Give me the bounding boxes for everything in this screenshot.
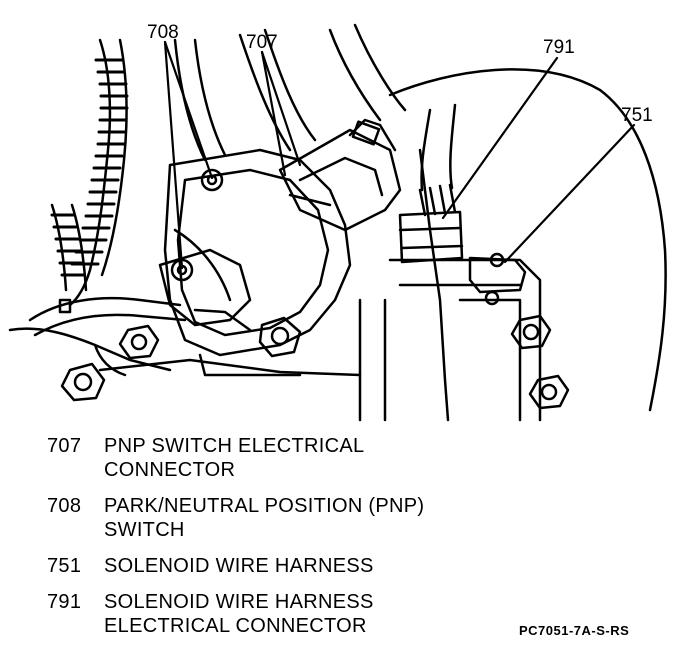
component-illustration: 708 707 791 751 <box>8 22 667 422</box>
pnp-connector <box>278 118 402 232</box>
legend-number: 708 <box>47 495 82 517</box>
solenoid-connector <box>398 103 464 264</box>
leader-751 <box>503 123 636 264</box>
left-lower-coil <box>50 203 88 292</box>
leader-708-a <box>163 40 214 180</box>
legend-description: PARK/NEUTRAL POSITION (PNP) SWITCH <box>104 495 425 541</box>
leader-707-b <box>260 50 287 177</box>
left-coiled-cable <box>68 38 129 307</box>
transmission-case <box>358 68 667 422</box>
upper-hoses <box>173 23 407 162</box>
callout-leaders <box>163 40 636 270</box>
callout-708: 708 <box>147 22 179 43</box>
leader-707-a <box>260 50 302 167</box>
leader-791 <box>441 56 559 220</box>
callout-751: 751 <box>621 105 653 126</box>
callout-791: 791 <box>543 37 575 58</box>
mounting-bolts <box>510 314 570 410</box>
legend-description: PNP SWITCH ELECTRICAL CONNECTOR <box>104 435 365 481</box>
solenoid-harness <box>468 252 527 294</box>
legend-description: SOLENOID WIRE HARNESS ELECTRICAL CONNECT… <box>104 591 374 637</box>
callout-707: 707 <box>246 32 278 53</box>
shift-linkage <box>8 296 362 402</box>
figure-code: PC7051-7A-S-RS <box>519 623 630 638</box>
pnp-switch-body <box>158 148 352 377</box>
legend-number: 707 <box>47 435 82 457</box>
legend-number: 751 <box>47 555 82 577</box>
legend-description: SOLENOID WIRE HARNESS <box>104 555 374 577</box>
legend-number: 791 <box>47 591 82 613</box>
leader-708-b <box>163 40 184 270</box>
